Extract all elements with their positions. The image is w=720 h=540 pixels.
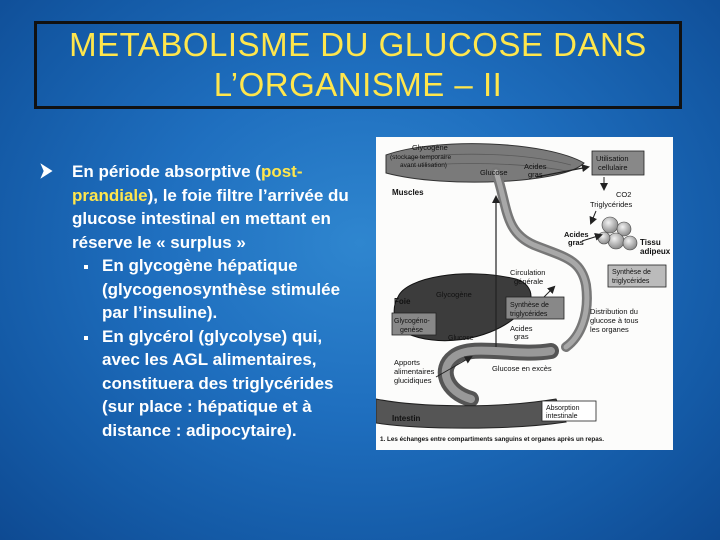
muscle-shape — [385, 143, 585, 183]
label-glycogene-foie: Glycogène — [436, 290, 472, 299]
sub-bullet-list: En glycogène hépatique (glycogenosynthès… — [40, 254, 358, 442]
main-text-pre: En période absorptive ( — [72, 162, 261, 181]
sub-bullet-glycogene: En glycogène hépatique (glycogenosynthès… — [40, 254, 358, 325]
label-apports-1: Apports — [394, 358, 420, 367]
label-tissu: Tissu — [640, 238, 661, 247]
label-glycogenogenese-1: Glycogéno- — [394, 318, 430, 325]
sub-bullet-text: En glycogène hépatique (glycogenosynthès… — [102, 256, 341, 322]
adipocyte — [601, 216, 619, 234]
label-acides-1b: gras — [528, 170, 543, 179]
label-distribution-3: les organes — [590, 325, 629, 334]
label-acides-3b: gras — [514, 332, 529, 341]
label-intestin: Intestin — [392, 414, 421, 423]
main-bullet-item: En période absorptive (post-prandiale), … — [40, 160, 358, 254]
label-glycogene: Glycogène — [412, 143, 448, 152]
adipocyte — [597, 231, 611, 245]
label-synth-tg-1a: Synthèse de — [612, 269, 651, 276]
label-acides-2a: Acides — [564, 230, 589, 239]
label-acides-2b: gras — [568, 238, 584, 247]
label-circulation-1: Circulation — [510, 268, 545, 277]
label-stockage-2: avant utilisation) — [400, 162, 447, 169]
diagram-svg: Glycogène (stockage temporaire avant uti… — [376, 143, 671, 443]
label-synth-tg-2b: triglycérides — [510, 311, 548, 318]
intestine-shape — [376, 398, 567, 429]
bullet-content: En période absorptive (post-prandiale), … — [40, 160, 358, 442]
label-glucose-foie: Glucose — [448, 335, 474, 342]
label-absorption-1: Absorption — [546, 405, 580, 412]
label-glucose-exces: Glucose en excès — [492, 364, 552, 373]
label-utilisation-2: cellulaire — [598, 163, 628, 172]
adipocyte — [607, 232, 625, 250]
label-acides-1a: Acides — [524, 162, 547, 171]
label-distribution-1: Distribution du — [590, 307, 638, 316]
label-acides-3a: Acides — [510, 324, 533, 333]
label-adipeux: adipeux — [640, 247, 671, 256]
slide-title-line-1: METABOLISME DU GLUCOSE DANS — [69, 26, 647, 63]
label-muscles: Muscles — [392, 188, 424, 197]
main-text-highlight: post-prandiale — [72, 162, 303, 205]
arrow-bullet-icon — [40, 163, 53, 179]
label-synth-tg-1b: triglycérides — [612, 278, 650, 285]
square-bullet-icon — [84, 265, 88, 269]
figure-caption: 1. Les échanges entre compartiments sang… — [380, 436, 604, 443]
label-utilisation-1: Utilisation — [596, 154, 629, 163]
label-absorption-2: intestinale — [546, 413, 578, 420]
label-circulation-2: générale — [514, 277, 543, 286]
label-glucose-muscle: Glucose — [480, 168, 508, 177]
slide-title-line-2: L’ORGANISME – II — [213, 66, 503, 103]
label-glycogenogenese-2: genèse — [400, 327, 423, 334]
main-text-post: ), le foie filtre l’arrivée du glucose i… — [72, 185, 349, 252]
title-box: METABOLISME DU GLUCOSE DANS L’ORGANISME … — [34, 21, 682, 109]
adipocyte — [616, 221, 632, 237]
sub-bullet-text: En glycérol (glycolyse) qui, avec les AG… — [102, 326, 334, 440]
sub-bullet-glycerol: En glycérol (glycolyse) qui, avec les AG… — [40, 325, 358, 443]
glucose-exchange-diagram: Glycogène (stockage temporaire avant uti… — [376, 137, 673, 450]
label-apports-2: alimentaires — [394, 367, 435, 376]
label-triglycerides: Triglycérides — [590, 200, 632, 209]
label-co2: CO2 — [616, 190, 631, 199]
label-distribution-2: glucose à tous — [590, 316, 639, 325]
label-foie: Foie — [394, 297, 411, 306]
label-apports-3: glucidiques — [394, 376, 432, 385]
square-bullet-icon — [84, 335, 88, 340]
adipocyte — [622, 235, 638, 251]
label-stockage-1: (stockage temporaire — [390, 154, 451, 161]
label-synth-tg-2a: Synthèse de — [510, 302, 549, 309]
